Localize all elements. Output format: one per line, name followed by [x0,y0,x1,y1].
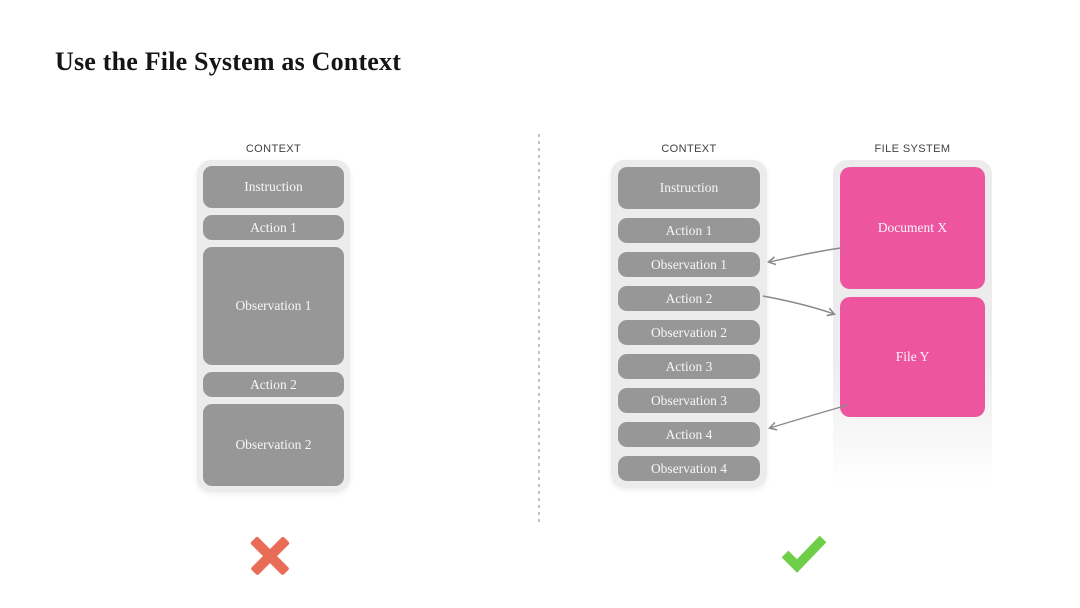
vertical-divider [538,134,540,522]
context-item: Action 3 [618,354,760,379]
left-context-label: CONTEXT [245,143,302,155]
arrow-action2-to-filey [762,295,836,317]
context-item: Observation 2 [203,404,344,486]
file-system-label: FILE SYSTEM [874,143,951,155]
page-title: Use the File System as Context [55,47,402,76]
file-system-item: Document X [840,167,985,289]
context-item: Action 2 [203,372,344,397]
right-context-label: CONTEXT [661,143,717,155]
context-item: Observation 2 [618,320,760,345]
file-system-item: File Y [840,297,985,417]
context-item: Action 4 [618,422,760,447]
context-item: Action 1 [618,218,760,243]
check-mark-icon [781,535,827,573]
context-item: Observation 3 [618,388,760,413]
arrow-documentx-to-observation1 [766,247,842,266]
context-item: Observation 1 [203,247,344,365]
x-mark-icon [250,536,290,576]
context-item: Action 1 [203,215,344,240]
context-item: Instruction [618,167,760,209]
context-item: Observation 4 [618,456,760,481]
context-item: Observation 1 [618,252,760,277]
context-item: Instruction [203,166,344,208]
context-item: Action 2 [618,286,760,311]
